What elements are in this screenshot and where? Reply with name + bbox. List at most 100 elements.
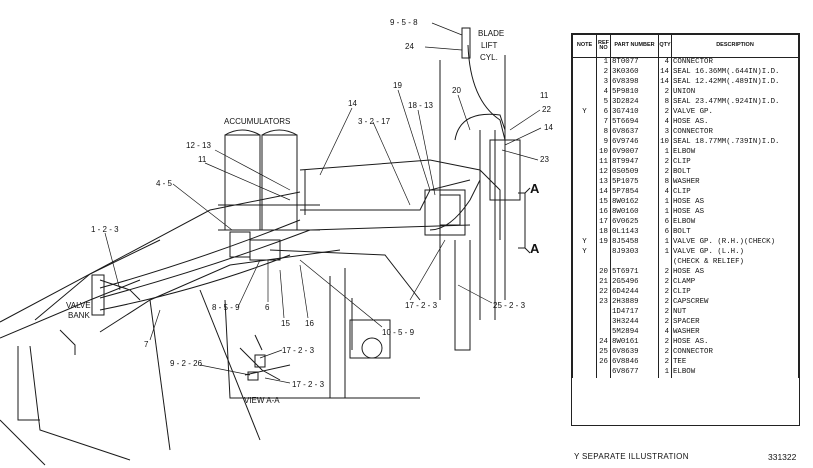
description-cell: VALVE GP. (L.H.): [671, 248, 799, 258]
callout: 10 - 5 - 9: [382, 328, 415, 337]
note-cell: [572, 348, 597, 358]
note-cell: [572, 188, 597, 198]
ref-cell: 11: [596, 158, 611, 168]
ref-cell: 4: [596, 88, 611, 98]
description-cell: BOLT: [671, 228, 799, 238]
footnote: Y SEPARATE ILLUSTRATION: [574, 452, 689, 461]
part-number-cell: 5P9810: [610, 88, 659, 98]
note-cell: [572, 128, 597, 138]
description-cell: SEAL 12.42MM(.489IN)I.D.: [671, 78, 799, 88]
ref-cell: [596, 368, 611, 378]
description-cell: (CHECK & RELIEF): [671, 258, 799, 268]
part-number-cell: 3K0360: [610, 68, 659, 78]
qty-cell: 2: [658, 168, 672, 178]
note-cell: [572, 358, 597, 368]
qty-cell: 1: [658, 208, 672, 218]
callout: 9 - 2 - 26: [170, 359, 203, 368]
header-part-number: PART NUMBER: [610, 34, 659, 58]
ref-cell: 16: [596, 208, 611, 218]
ref-cell: 6: [596, 108, 611, 118]
note-cell: [572, 228, 597, 238]
qty-cell: 2: [658, 108, 672, 118]
callout: 25 - 2 - 3: [493, 301, 526, 310]
part-number-cell: 6V8639: [610, 348, 659, 358]
header-note: NOTE: [572, 34, 597, 58]
description-cell: ELBOW: [671, 368, 799, 378]
ref-cell: 5: [596, 98, 611, 108]
ref-cell: 9: [596, 138, 611, 148]
callout: 22: [542, 105, 551, 114]
ref-cell: 24: [596, 338, 611, 348]
part-number-cell: 8W0162: [610, 198, 659, 208]
description-cell: BOLT: [671, 168, 799, 178]
note-cell: [572, 308, 597, 318]
qty-cell: 1: [658, 148, 672, 158]
part-number-cell: 6D4244: [610, 288, 659, 298]
description-cell: TEE: [671, 358, 799, 368]
callout: 23: [540, 155, 549, 164]
description-cell: CONNECTOR: [671, 128, 799, 138]
callout: 16: [305, 319, 314, 328]
part-number-cell: 2G5496: [610, 278, 659, 288]
description-cell: SEAL 18.77MM(.739IN)I.D.: [671, 138, 799, 148]
note-cell: [572, 168, 597, 178]
description-cell: CLIP: [671, 288, 799, 298]
callout: 17 - 2 - 3: [292, 380, 325, 389]
part-number-cell: 3D2824: [610, 98, 659, 108]
note-cell: [572, 288, 597, 298]
note-cell: [572, 98, 597, 108]
description-cell: SEAL 23.47MM(.924IN)I.D.: [671, 98, 799, 108]
note-cell: [572, 148, 597, 158]
qty-cell: [658, 258, 672, 268]
description-cell: SPACER: [671, 318, 799, 328]
note-cell: [572, 208, 597, 218]
part-number-cell: [610, 258, 659, 268]
note-cell: [572, 278, 597, 288]
drawing-number: 331322: [768, 452, 797, 462]
note-cell: [572, 138, 597, 148]
header-ref-no: REF NO: [596, 34, 611, 58]
part-number-cell: 8J5458: [610, 238, 659, 248]
note-cell: [572, 68, 597, 78]
description-cell: WASHER: [671, 328, 799, 338]
callout: 17 - 2 - 3: [282, 346, 315, 355]
qty-cell: 2: [658, 278, 672, 288]
qty-cell: 14: [658, 68, 672, 78]
part-number-cell: 5T6694: [610, 118, 659, 128]
note-cell: [572, 258, 597, 268]
qty-cell: 1: [658, 368, 672, 378]
callout: 17 - 2 - 3: [405, 301, 438, 310]
description-cell: SEAL 16.36MM(.644IN)I.D.: [671, 68, 799, 78]
description-cell: VALVE GP. (R.H.)(CHECK): [671, 238, 799, 248]
description-cell: CAPSCREW: [671, 298, 799, 308]
description-cell: HOSE AS.: [671, 338, 799, 348]
hydraulic-diagram: BLADE LIFT CYL. ACCUMULATORS VALVE BANK …: [0, 18, 553, 466]
ref-cell: 18: [596, 228, 611, 238]
qty-cell: 2: [658, 318, 672, 328]
qty-cell: 4: [658, 188, 672, 198]
note-cell: [572, 198, 597, 208]
callout: 8 - 5 - 9: [212, 303, 240, 312]
callout: 3 - 2 - 17: [358, 117, 391, 126]
label-accumulators: ACCUMULATORS: [224, 117, 290, 126]
table-row: (CHECK & RELIEF): [572, 258, 799, 268]
callout: 15: [281, 319, 290, 328]
note-cell: [572, 178, 597, 188]
